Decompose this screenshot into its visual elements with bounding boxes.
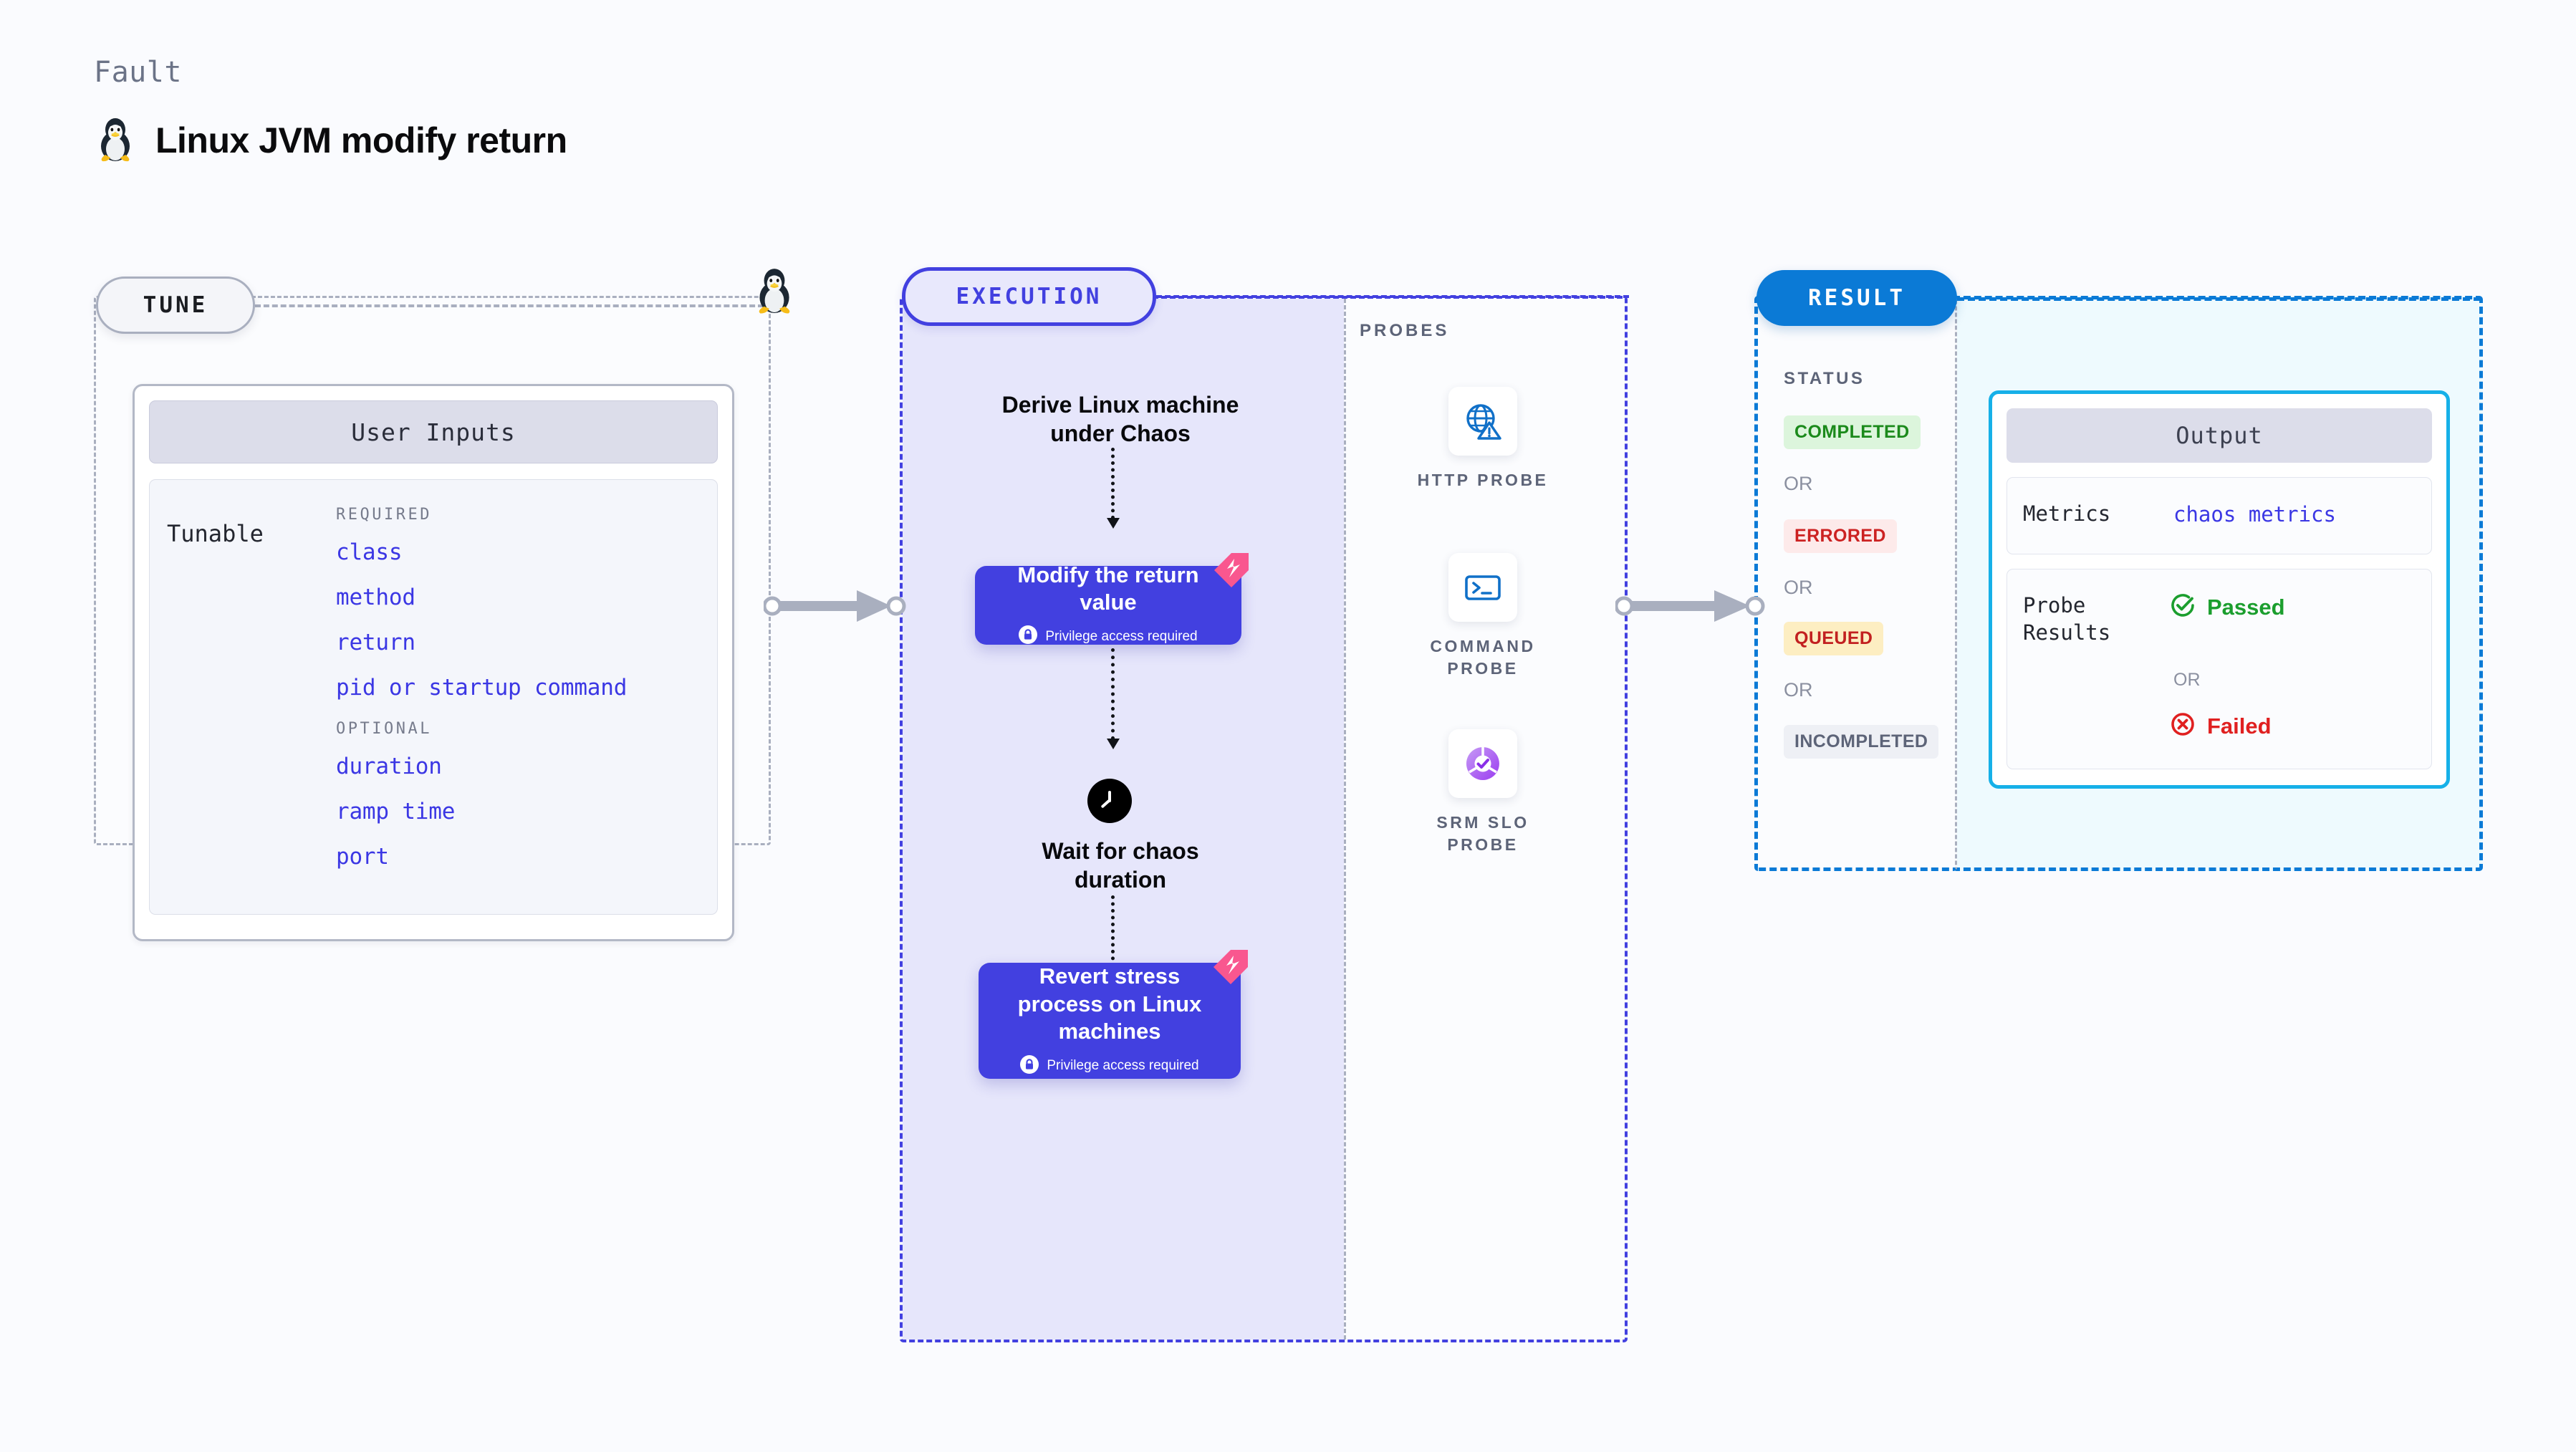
tunable-item[interactable]: duration <box>336 754 442 779</box>
or-label: OR <box>1784 679 1813 701</box>
execution-pill[interactable]: EXECUTION <box>902 267 1156 326</box>
status-badge-completed: COMPLETED <box>1784 415 1921 449</box>
tunable-item[interactable]: ramp time <box>336 799 456 824</box>
lock-icon <box>1019 625 1038 648</box>
tunable-item[interactable]: class <box>336 539 403 565</box>
status-region <box>1754 296 1957 871</box>
flow-arrow-1 <box>1107 448 1120 529</box>
metrics-value[interactable]: chaos metrics <box>2173 502 2336 527</box>
probe-label: COMMAND PROBE <box>1430 637 1536 678</box>
result-connector-line <box>1957 297 2481 301</box>
tunable-item[interactable]: method <box>336 585 415 610</box>
result-pill[interactable]: RESULT <box>1756 270 1957 326</box>
tune-connector-line <box>255 304 764 307</box>
execution-step-wait: Wait for chaos duration <box>1042 838 1199 893</box>
page-title: Linux JVM modify return <box>155 120 567 160</box>
metrics-row: Metrics chaos metrics <box>2007 477 2432 554</box>
lock-icon <box>1020 1054 1039 1077</box>
privilege-badge: Privilege access required <box>1019 625 1198 648</box>
probe-command[interactable]: COMMAND PROBE <box>1404 553 1562 680</box>
user-inputs-card: User Inputs Tunable REQUIRED class metho… <box>133 384 734 941</box>
failed-label: Failed <box>2207 713 2272 739</box>
execution-step-derive: Derive Linux machine under Chaos <box>1001 392 1239 447</box>
tux-penguin-icon <box>754 265 795 317</box>
execution-connector-line <box>1156 295 1629 298</box>
flow-arrow-2 <box>1107 648 1120 749</box>
probe-srm-slo[interactable]: SRM SLO PROBE <box>1404 729 1562 856</box>
probe-result-passed: Passed <box>2168 591 2285 623</box>
status-badge-errored: ERRORED <box>1784 519 1897 553</box>
clock-icon <box>1087 779 1132 823</box>
probes-divider <box>1344 299 1346 1340</box>
execution-action-modify-return[interactable]: Modify the return value Privilege access… <box>975 553 1249 648</box>
probe-results-row: Probe Results Passed OR Failed <box>2007 569 2432 769</box>
tunable-list: REQUIRED class method return pid or star… <box>336 506 723 889</box>
check-circle-icon <box>2168 591 2197 623</box>
or-label: OR <box>1784 577 1813 598</box>
or-label: OR <box>1784 473 1813 494</box>
tunable-item[interactable]: pid or startup command <box>336 675 628 701</box>
flow-arrow-3 <box>1107 895 1120 976</box>
terminal-icon <box>1448 553 1517 622</box>
tunable-item[interactable]: return <box>336 630 415 655</box>
execution-column-fill <box>903 299 1344 1340</box>
probe-label: SRM SLO PROBE <box>1436 813 1529 855</box>
harness-flag-icon <box>1209 947 1251 989</box>
probe-result-failed: Failed <box>2168 710 2272 742</box>
user-inputs-title: User Inputs <box>149 400 718 463</box>
output-card: Output Metrics chaos metrics Probe Resul… <box>1989 390 2450 789</box>
group-heading-required: REQUIRED <box>336 506 432 524</box>
group-heading-optional: OPTIONAL <box>336 720 432 738</box>
globe-warning-icon <box>1448 387 1517 456</box>
connector-arrow-tune-execution <box>762 586 907 630</box>
x-circle-icon <box>2168 710 2197 742</box>
tune-pill[interactable]: TUNE <box>96 277 255 334</box>
tunable-box: Tunable REQUIRED class method return pid… <box>149 479 718 915</box>
execution-region <box>900 296 1628 1342</box>
passed-label: Passed <box>2207 594 2285 620</box>
fault-kicker: Fault <box>94 56 182 89</box>
tunable-item[interactable]: port <box>336 844 389 870</box>
probe-results-key: Probe Results <box>2023 593 2111 645</box>
status-label: STATUS <box>1784 369 1865 388</box>
status-badge-queued: QUEUED <box>1784 622 1884 655</box>
fault-title-row: Linux JVM modify return <box>95 115 567 165</box>
tunable-label: Tunable <box>167 520 264 547</box>
status-badge-incompleted: INCOMPLETED <box>1784 725 1939 759</box>
privilege-badge: Privilege access required <box>1020 1054 1199 1077</box>
output-title: Output <box>2007 408 2432 463</box>
tux-penguin-icon <box>95 115 135 165</box>
execution-action-revert-stress[interactable]: Revert stress process on Linux machines … <box>979 950 1248 1079</box>
or-label: OR <box>2173 670 2201 690</box>
connector-arrow-execution-result <box>1614 586 1766 630</box>
probe-label: HTTP PROBE <box>1417 471 1549 489</box>
probes-label: PROBES <box>1360 321 1450 340</box>
slo-donut-check-icon <box>1448 729 1517 798</box>
harness-flag-icon <box>1210 550 1251 592</box>
probe-http[interactable]: HTTP PROBE <box>1404 387 1562 491</box>
metrics-key: Metrics <box>2023 501 2111 526</box>
